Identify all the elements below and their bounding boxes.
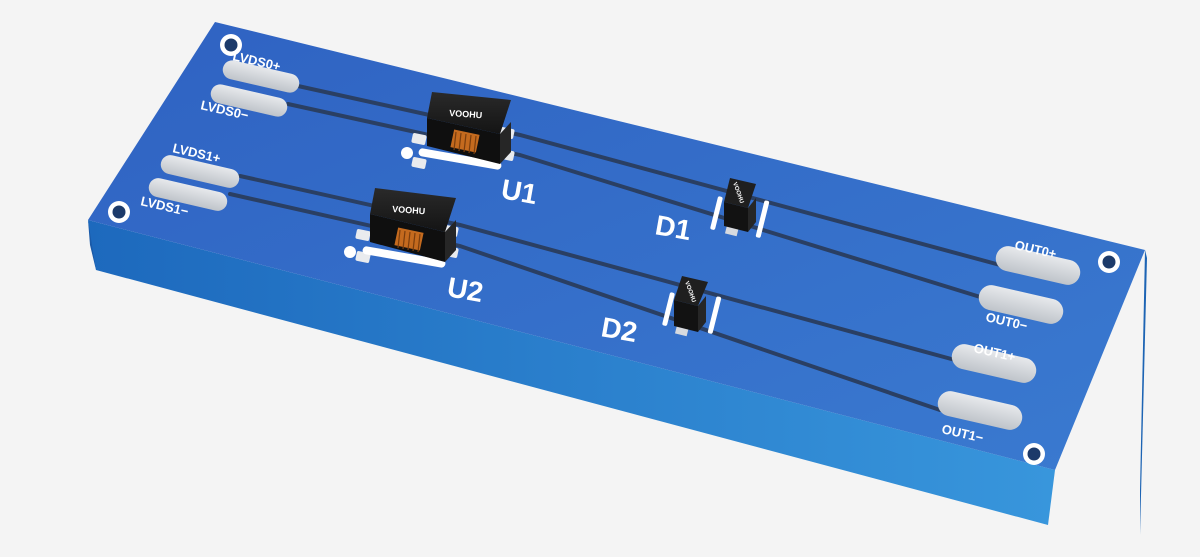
u1-pin1-dot xyxy=(401,147,413,159)
pad-out0-plus xyxy=(995,246,1081,285)
pad-lvds0-plus xyxy=(222,60,300,93)
u1-silk-bar xyxy=(418,148,502,170)
u1-refdes: U1 xyxy=(499,173,540,210)
mounting-holes xyxy=(108,34,1120,465)
d1-refdes: D1 xyxy=(653,209,694,246)
pad-out0-minus xyxy=(978,285,1064,324)
u2-refdes: U2 xyxy=(445,271,486,308)
mounting-hole xyxy=(108,201,130,223)
component-u2: VOOHU U2 xyxy=(344,188,486,308)
u2-body-right xyxy=(445,220,456,262)
pcb-board xyxy=(88,22,1147,535)
d2-refdes: D2 xyxy=(599,311,640,348)
traces xyxy=(228,84,1002,412)
pad-lvds0-minus xyxy=(210,84,288,117)
u1-body-top xyxy=(427,92,511,134)
mounting-hole xyxy=(220,34,242,56)
d1-silk-right xyxy=(755,200,770,238)
board-top-surface xyxy=(88,22,1145,470)
right-pads xyxy=(937,246,1081,430)
pad-lvds1-minus xyxy=(148,178,228,211)
board-front-edge xyxy=(88,220,1055,525)
pad-out1-plus xyxy=(951,344,1037,383)
u1-coil-windings xyxy=(453,131,477,155)
u2-coil-windings xyxy=(397,229,421,253)
board-side-right xyxy=(1140,250,1147,535)
u2-body-top xyxy=(370,188,456,232)
d2-body-front xyxy=(674,300,698,332)
component-d2: VOOHU D2 xyxy=(599,276,722,348)
pad-lvds1-plus xyxy=(160,155,240,188)
left-pads xyxy=(148,60,300,211)
d2-silk-left xyxy=(662,292,675,326)
mounting-hole xyxy=(1098,251,1120,273)
mounting-hole xyxy=(1023,443,1045,465)
trace-lvds1-plus xyxy=(238,174,957,362)
d1-body-front xyxy=(724,202,748,232)
u2-pin1-dot xyxy=(344,246,356,258)
d2-body-top xyxy=(674,276,708,306)
d2-silk-right xyxy=(707,296,722,334)
component-d1: VOOHU D1 xyxy=(653,178,770,246)
trace-lvds1-minus xyxy=(228,192,942,412)
component-u1: VOOHU U1 xyxy=(401,92,540,210)
d2-body-side xyxy=(698,296,706,332)
pad-out1-minus xyxy=(937,391,1023,430)
trace-lvds0-minus xyxy=(286,102,992,302)
d1-body-top xyxy=(724,178,756,208)
u1-marking: VOOHU xyxy=(449,108,483,120)
d1-body-side xyxy=(748,198,756,232)
d1-silk-left xyxy=(710,196,723,230)
u1-body-right xyxy=(500,122,511,164)
u2-marking: VOOHU xyxy=(392,204,426,216)
u2-silk-bar xyxy=(362,246,446,268)
trace-lvds0-plus xyxy=(296,84,1002,267)
